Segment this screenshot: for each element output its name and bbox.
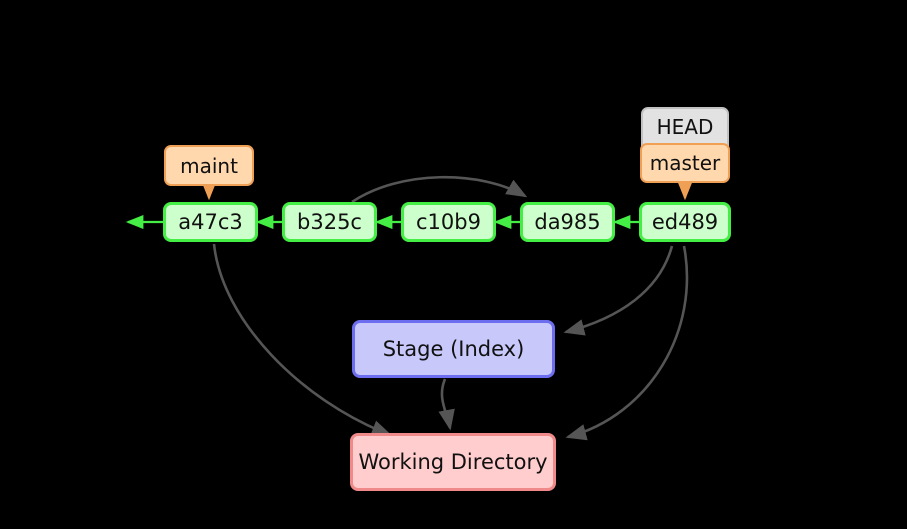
head-label[interactable]: HEAD — [641, 107, 729, 147]
head-label-text: HEAD — [656, 115, 714, 139]
branch-label-text: maint — [180, 153, 238, 178]
commit-node-b325c[interactable]: b325c — [282, 202, 377, 242]
edge-b325c-da985 — [351, 175, 528, 204]
branch-label-master[interactable]: master — [640, 143, 730, 183]
commit-node-c10b9[interactable]: c10b9 — [401, 202, 496, 242]
branch-label-maint[interactable]: maint — [164, 145, 254, 186]
commit-label: ed489 — [651, 210, 719, 234]
commit-node-da985[interactable]: da985 — [520, 202, 615, 242]
commit-node-ed489[interactable]: ed489 — [639, 202, 731, 242]
edge-ed489-stage — [563, 245, 674, 336]
working-directory-box[interactable]: Working Directory — [350, 433, 556, 491]
commit-label: c10b9 — [416, 210, 481, 234]
working-directory-label: Working Directory — [358, 450, 548, 474]
commit-node-a47c3[interactable]: a47c3 — [163, 202, 258, 242]
stage-index-box[interactable]: Stage (Index) — [352, 320, 555, 378]
branch-label-text: master — [649, 151, 721, 175]
commit-label: da985 — [534, 210, 601, 234]
edge-a47c3-work — [212, 243, 393, 437]
edge-stage-work — [438, 378, 455, 431]
stage-index-label: Stage (Index) — [382, 337, 525, 361]
commit-label: a47c3 — [178, 210, 243, 234]
edge-ed489-work — [565, 245, 689, 441]
commit-label: b325c — [297, 210, 362, 234]
